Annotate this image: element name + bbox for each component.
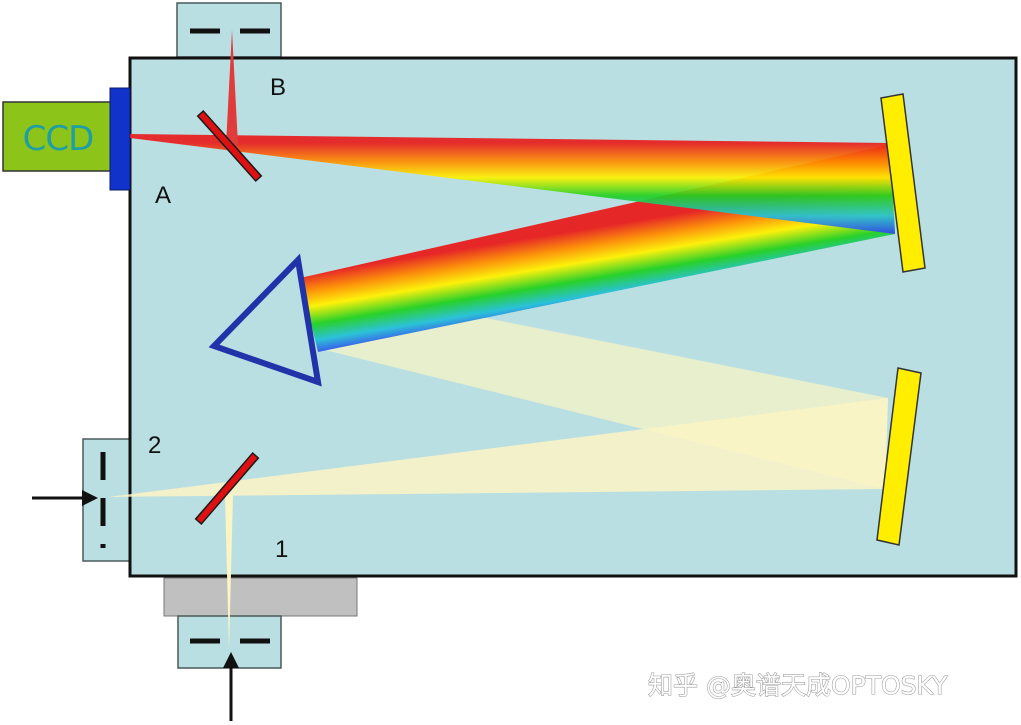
ccd-mount — [109, 87, 131, 191]
label-port-2: 2 — [148, 432, 161, 459]
collimated-white-beam — [310, 283, 888, 489]
input-beam-port-1 — [225, 495, 233, 650]
flip-mirror-input-face — [196, 454, 258, 523]
label-a: A — [155, 182, 171, 209]
prism — [208, 253, 322, 387]
bottom-input-arrow-head — [223, 652, 239, 668]
bottom-mount-plate — [163, 577, 358, 617]
ccd-label: CCD — [23, 119, 94, 159]
left-input-arrow-head — [82, 490, 98, 506]
label-port-1: 1 — [275, 536, 288, 563]
collimating-mirror — [876, 367, 922, 546]
focusing-mirror — [880, 93, 926, 273]
label-b: B — [270, 74, 286, 101]
flip-mirror-b-face — [198, 112, 261, 180]
red-beam-to-top-port — [226, 30, 238, 145]
watermark: 知乎 @奥谱天成OPTOSKY — [648, 671, 948, 700]
focused-spectrum-to-ccd — [130, 134, 895, 234]
